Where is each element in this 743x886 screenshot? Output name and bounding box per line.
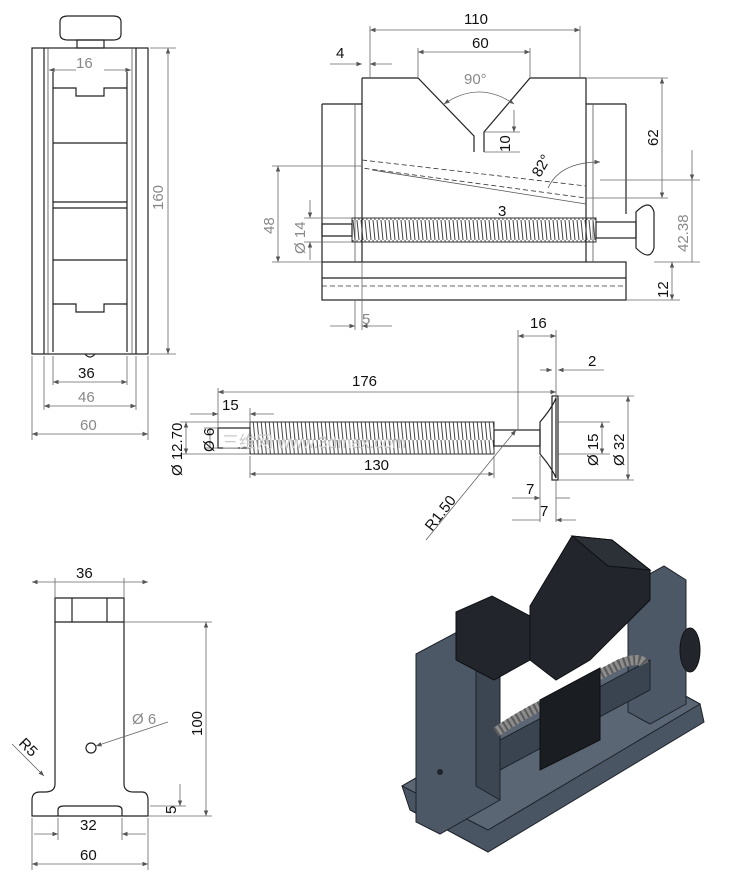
side-view: 36 Ø 6 100 R5 5 32 60 [11,565,212,870]
dim-front-3: 3 [498,203,506,220]
dim-screw-dia15: Ø 15 [585,433,602,466]
dim-top-46: 46 [78,389,95,406]
dim-side-r5: R5 [15,735,41,761]
dim-screw-dia12-70: Ø 12.70 [169,423,186,476]
dim-front-5: 5 [362,311,370,328]
dim-top-16: 16 [76,55,93,72]
dim-front-82deg: 82° [529,152,555,180]
iso-view [400,535,705,853]
dim-front-60: 60 [472,35,489,52]
dim-screw-15: 15 [222,397,239,414]
dim-side-5: 5 [163,806,180,814]
dim-side-100: 100 [189,711,206,736]
dim-top-160: 160 [150,185,167,210]
dim-screw-2: 2 [588,353,596,370]
dim-front-48: 48 [261,217,278,234]
dim-front-10: 10 [497,135,514,152]
top-view: 16 160 36 46 60 [31,15,176,440]
dim-front-110: 110 [464,11,488,28]
dim-screw-r1-50: R1.50 [422,492,460,534]
dim-screw-176: 176 [352,373,377,390]
dim-side-36: 36 [76,565,93,582]
dim-front-90deg: 90° [464,71,487,88]
screw-view: 16 2 176 15 Ø 12.70 Ø 6 130 Ø 15 Ø 32 [169,315,634,541]
dim-front-62: 62 [645,129,662,146]
dim-screw-dia6: Ø 6 [201,428,218,452]
dim-screw-7a: 7 [526,481,534,498]
dim-side-60: 60 [80,847,97,864]
dim-front-42-38: 42.38 [675,214,692,252]
dim-front-12: 12 [655,281,672,298]
dim-screw-dia32: Ø 32 [611,433,628,466]
dim-screw-16: 16 [530,315,547,332]
dim-screw-7b: 7 [540,503,548,520]
dim-top-36: 36 [78,365,95,382]
dim-top-60: 60 [80,417,97,434]
dim-side-dia6: Ø 6 [132,711,156,728]
dim-front-4: 4 [336,45,344,62]
watermark: 三维网 www.3dmax.com [222,433,406,452]
dim-side-32: 32 [80,817,97,834]
front-view: 90° 110 60 4 62 10 82° 3 48 Ø 14 [261,11,700,330]
dim-front-dia14: Ø 14 [292,221,309,254]
dim-screw-130: 130 [364,457,389,474]
